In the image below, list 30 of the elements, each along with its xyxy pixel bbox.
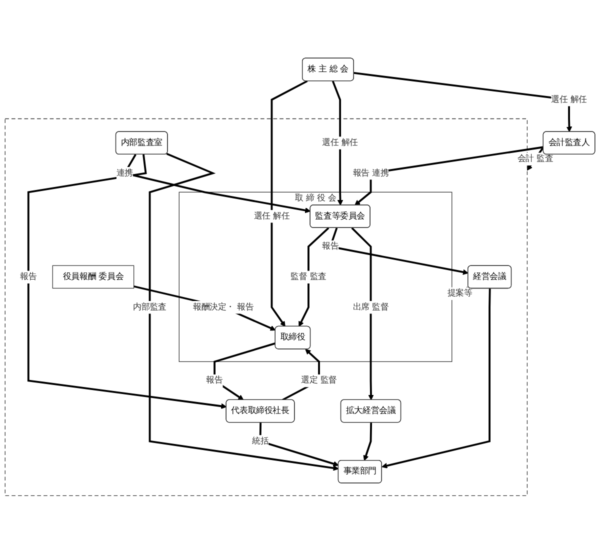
- edge-label: 会計 監査: [517, 154, 554, 164]
- edge-label: 統括: [252, 436, 269, 446]
- edge-label: 報告 連携: [352, 168, 389, 178]
- edge-label: 出席 監督: [352, 302, 389, 312]
- edge-label: 選任 解任: [551, 94, 587, 104]
- arrow: [382, 288, 491, 468]
- edge-label: 提案等: [447, 288, 472, 298]
- arrow: [134, 285, 276, 330]
- arrow: [259, 422, 339, 466]
- arrow: [270, 80, 308, 326]
- arrow: [298, 226, 330, 326]
- arrow: [332, 80, 344, 206]
- edge-label: 監督 監査: [290, 272, 326, 282]
- edge-label: 報告: [322, 241, 339, 251]
- edge-label: 選任 解任: [322, 137, 358, 148]
- arrow: [351, 226, 374, 400]
- edge-label: 報酬決定・ 報告: [192, 302, 254, 312]
- edge-label: 報告: [206, 375, 223, 385]
- arrow: [148, 152, 339, 470]
- arrow: [363, 422, 372, 460]
- edge-label: 選定 監督: [301, 375, 337, 385]
- edge-label: 報告: [20, 272, 37, 282]
- edge-label: 選任 解任: [254, 210, 290, 220]
- arrow: [214, 342, 276, 400]
- edge-label: 内部監査: [133, 302, 166, 312]
- arrow: [27, 154, 227, 409]
- arrow: [329, 227, 468, 274]
- node-box: 役員報酬 委員会: [52, 264, 134, 288]
- edge-label: 連携: [116, 168, 133, 178]
- arrow: [354, 72, 572, 132]
